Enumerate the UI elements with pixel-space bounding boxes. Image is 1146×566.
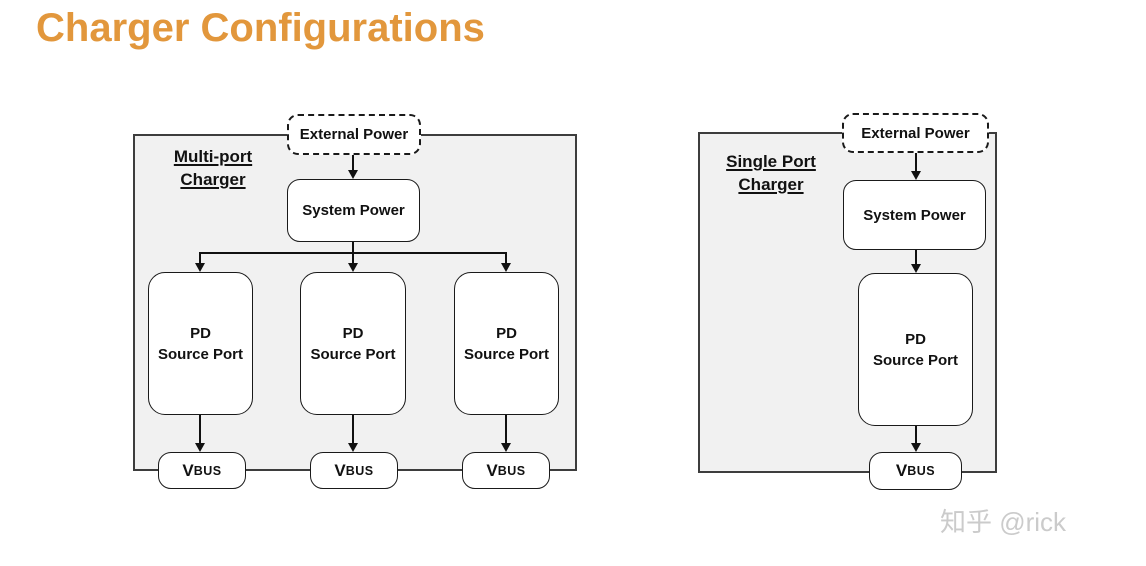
multi-ext-to-sys-line <box>352 155 354 170</box>
multi-branch-drop-line-1 <box>199 252 201 264</box>
multi-pd3-to-vbus-arrowhead <box>501 443 511 452</box>
multi-sys-to-branch-line <box>352 242 354 253</box>
multi-ext-to-sys-arrowhead <box>348 170 358 179</box>
single-port-charger-label: Single Port Charger <box>726 152 816 194</box>
single-ext-to-sys-line <box>915 153 917 172</box>
multi-pd-source-port-box-1: PD Source Port <box>148 272 253 415</box>
single-pd-to-vbus-line <box>915 426 917 444</box>
multi-system-power-box: System Power <box>287 179 420 242</box>
watermark: 知乎 @rick <box>940 507 1067 537</box>
multi-pd3-to-vbus-line <box>505 415 507 444</box>
vbus-label-v: V <box>182 460 194 480</box>
single-pd-to-vbus-arrowhead <box>911 443 921 452</box>
multi-pd1-to-vbus-line <box>199 415 201 444</box>
vbus-label-v: V <box>334 460 346 480</box>
multi-pd2-to-vbus-line <box>352 415 354 444</box>
single-sys-to-pd-line <box>915 250 917 265</box>
single-ext-to-sys-arrowhead <box>911 171 921 180</box>
multi-external-power-box: External Power <box>287 114 421 155</box>
multi-port-charger-label: Multi-port Charger <box>173 147 253 189</box>
vbus-label-bus: BUS <box>193 463 222 478</box>
vbus-label-bus: BUS <box>907 464 936 478</box>
vbus-label-v: V <box>895 461 908 480</box>
single-sys-to-pd-arrowhead <box>911 264 921 273</box>
vbus-label-bus: BUS <box>345 463 374 478</box>
page-title: Charger Configurations <box>36 6 485 50</box>
multi-branch-arrowhead-3 <box>501 263 511 272</box>
multi-branch-drop-line-2 <box>352 252 354 264</box>
multi-pd-source-port-box-3: PD Source Port <box>454 272 559 415</box>
multi-pd2-to-vbus-arrowhead <box>348 443 358 452</box>
single-pd-source-port-box: PD Source Port <box>858 273 973 426</box>
single-system-power-box: System Power <box>843 180 986 250</box>
multi-pd1-to-vbus-arrowhead <box>195 443 205 452</box>
multi-pd-source-port-box-2: PD Source Port <box>300 272 406 415</box>
single-external-power-box: External Power <box>842 113 989 153</box>
vbus-label-v: V <box>486 460 498 480</box>
vbus-label-bus: BUS <box>497 463 526 478</box>
multi-branch-arrowhead-2 <box>348 263 358 272</box>
multi-branch-drop-line-3 <box>505 252 507 264</box>
multi-branch-arrowhead-1 <box>195 263 205 272</box>
